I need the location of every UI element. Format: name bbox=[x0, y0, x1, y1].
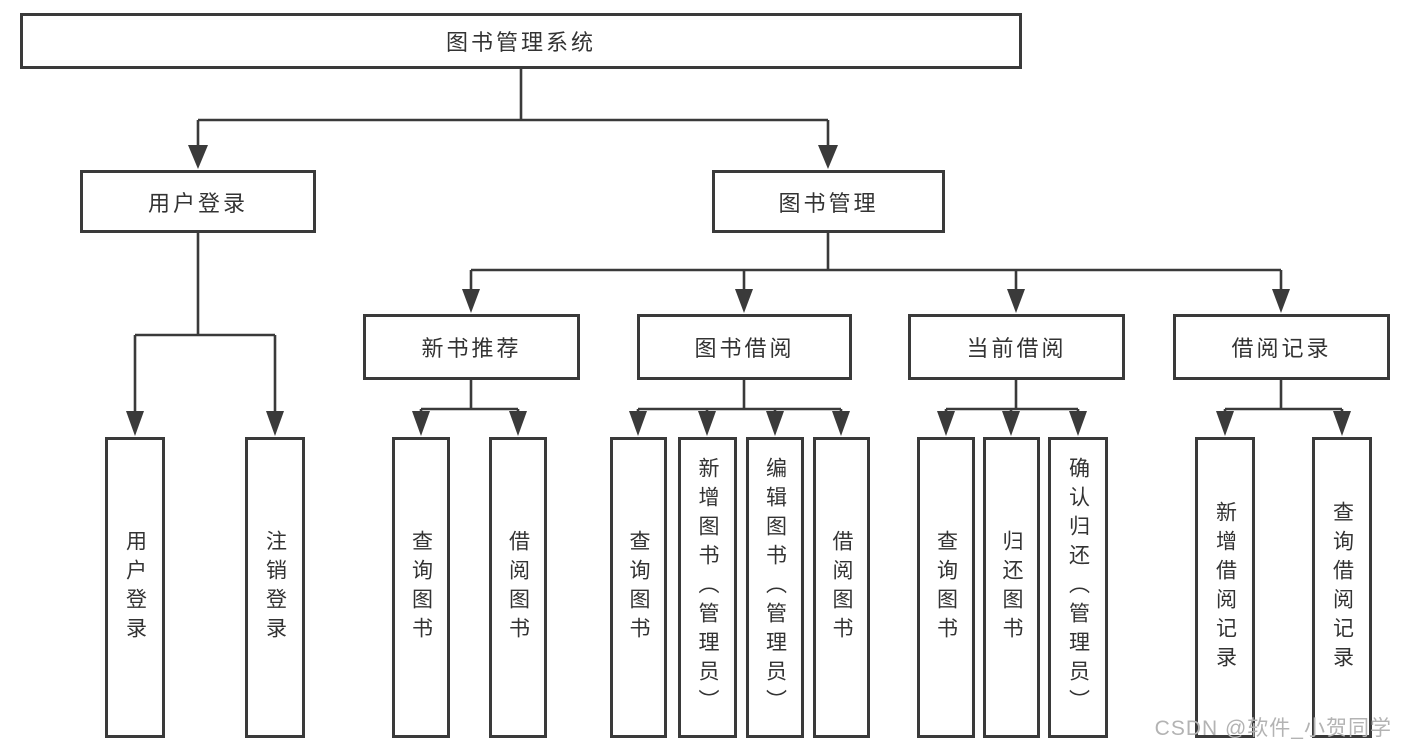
node-label: 图书管理 bbox=[778, 190, 879, 216]
node-label: 图书借阅 bbox=[694, 336, 795, 361]
node-book-borrowing: 图书借阅 bbox=[637, 314, 852, 380]
node-label: 当前借阅 bbox=[966, 336, 1067, 361]
node-add-borrow-record: 新增借阅记录 bbox=[1195, 437, 1255, 738]
node-label: 新书推荐 bbox=[421, 336, 522, 361]
node-label: 编辑图书（管理员） bbox=[763, 457, 787, 718]
node-library-management-system: 图书管理系统 bbox=[20, 13, 1022, 69]
node-user-login: 用户登录 bbox=[105, 437, 165, 738]
node-label: 借阅图书 bbox=[506, 529, 530, 646]
node-logout: 注销登录 bbox=[245, 437, 305, 738]
node-label: 借阅图书 bbox=[830, 529, 853, 646]
node-query-borrow-record: 查询借阅记录 bbox=[1312, 437, 1372, 738]
node-edit-books-admin: 编辑图书（管理员） bbox=[746, 437, 804, 738]
node-label: 用户登录 bbox=[147, 190, 248, 216]
node-new-book-recommend: 新书推荐 bbox=[363, 314, 580, 380]
node-current-borrowing: 当前借阅 bbox=[908, 314, 1125, 380]
node-query-books-current: 查询图书 bbox=[917, 437, 975, 738]
node-label: 归还图书 bbox=[1000, 529, 1023, 646]
node-label: 确认归还（管理员） bbox=[1066, 457, 1090, 718]
node-label: 新增借阅记录 bbox=[1213, 500, 1237, 675]
node-confirm-return-admin: 确认归还（管理员） bbox=[1048, 437, 1108, 738]
node-label: 查询借阅记录 bbox=[1330, 500, 1354, 675]
node-user-login-group: 用户登录 bbox=[80, 170, 316, 233]
node-query-books-borrowing: 查询图书 bbox=[610, 437, 667, 738]
node-label: 查询图书 bbox=[409, 529, 433, 646]
node-add-books-admin: 新增图书（管理员） bbox=[678, 437, 737, 738]
node-borrow-books-borrowing: 借阅图书 bbox=[813, 437, 870, 738]
node-borrowing-records: 借阅记录 bbox=[1173, 314, 1390, 380]
node-label: 用户登录 bbox=[123, 529, 147, 646]
node-label: 新增图书（管理员） bbox=[696, 457, 719, 718]
node-book-management: 图书管理 bbox=[712, 170, 945, 233]
node-borrow-books-recommend: 借阅图书 bbox=[489, 437, 547, 738]
node-label: 查询图书 bbox=[627, 529, 650, 646]
node-label: 图书管理系统 bbox=[445, 30, 596, 55]
node-label: 查询图书 bbox=[934, 529, 958, 646]
node-label: 注销登录 bbox=[263, 529, 287, 646]
node-query-books-recommend: 查询图书 bbox=[392, 437, 450, 738]
node-return-books: 归还图书 bbox=[983, 437, 1040, 738]
node-label: 借阅记录 bbox=[1231, 336, 1332, 361]
csdn-watermark: CSDN @软件_小贺同学 bbox=[1154, 717, 1392, 740]
